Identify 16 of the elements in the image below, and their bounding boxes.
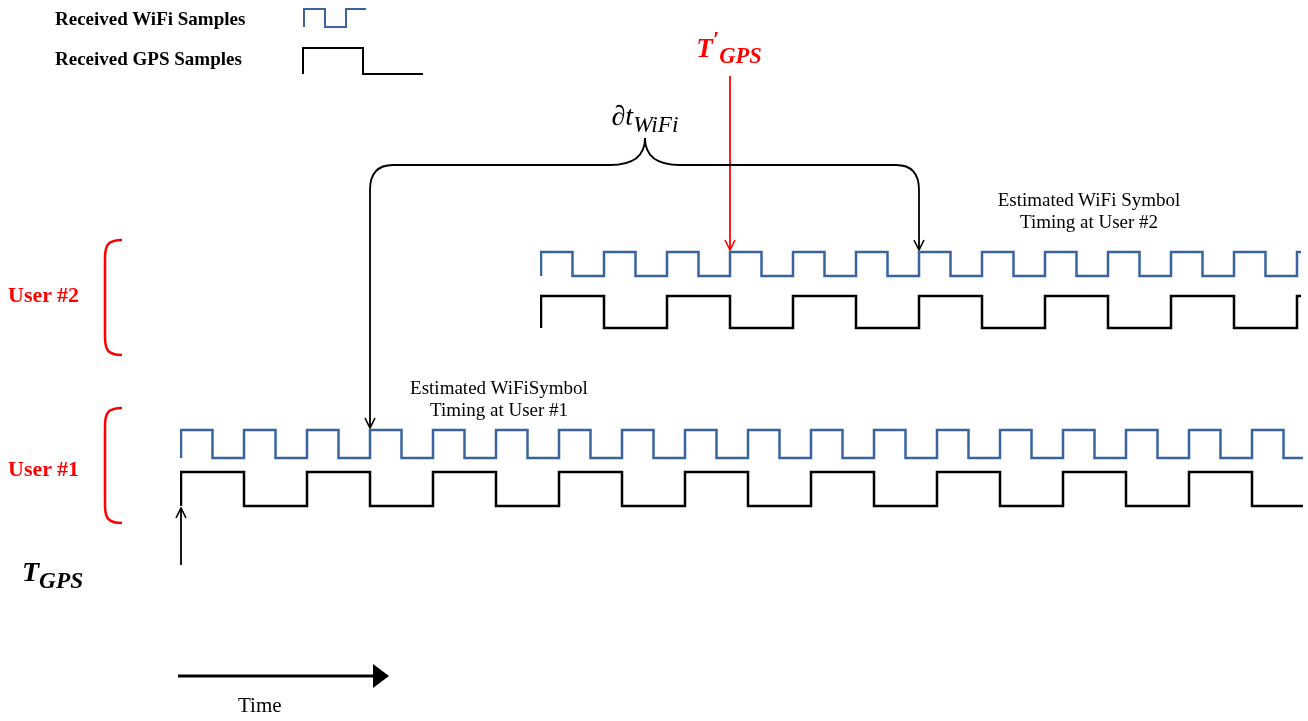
- annotation: Estimated WiFiSymbol Timing at User #1: [409, 377, 589, 421]
- math-symbol: T$_{GPS}$: [22, 556, 84, 594]
- group-label: User #1: [8, 456, 80, 482]
- bracket-arrow: [644, 137, 925, 251]
- square-waveform: [540, 294, 1302, 330]
- legend-text: Received GPS Samples: [55, 48, 242, 70]
- math-symbol: ∂t$_{WiFi}$: [590, 96, 700, 138]
- annotation: Estimated WiFi Symbol Timing at User #2: [996, 189, 1182, 233]
- square-waveform: [540, 250, 1302, 278]
- arrow: [724, 75, 736, 251]
- arrow: [175, 507, 187, 566]
- square-waveform: [180, 428, 1304, 460]
- legend-text: Received WiFi Samples: [55, 8, 246, 30]
- axis-label: Time: [238, 693, 282, 718]
- square-waveform: [180, 470, 1304, 508]
- group-label: User #2: [8, 282, 80, 308]
